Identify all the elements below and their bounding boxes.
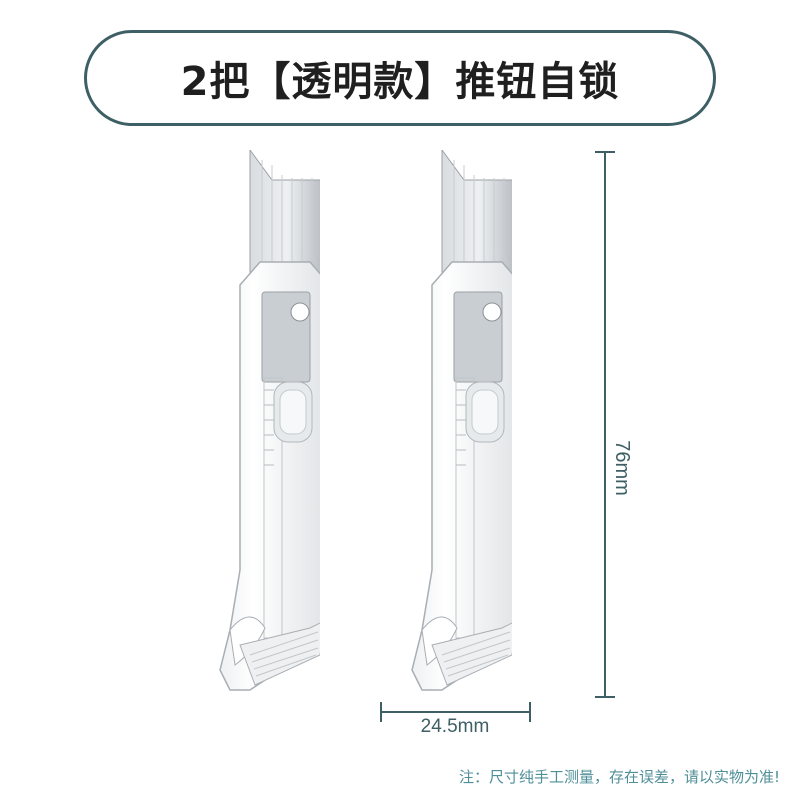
width-dimension-cap-right <box>529 702 531 722</box>
height-dimension-label: 76mm <box>611 440 634 496</box>
width-dimension-label: 24.5mm <box>420 716 490 737</box>
width-dimension-line <box>380 711 530 713</box>
height-dimension-line <box>604 152 606 697</box>
page-title: 2把【透明款】推钮自锁 <box>180 59 620 105</box>
utility-knife-left <box>219 150 320 691</box>
title-banner: 2把【透明款】推钮自锁 <box>84 30 716 126</box>
utility-knife-right <box>411 150 512 691</box>
height-dimension-cap-bottom <box>595 696 615 698</box>
measurement-note: 注：尺寸纯手工测量，存在误差，请以实物为准! <box>458 768 780 786</box>
